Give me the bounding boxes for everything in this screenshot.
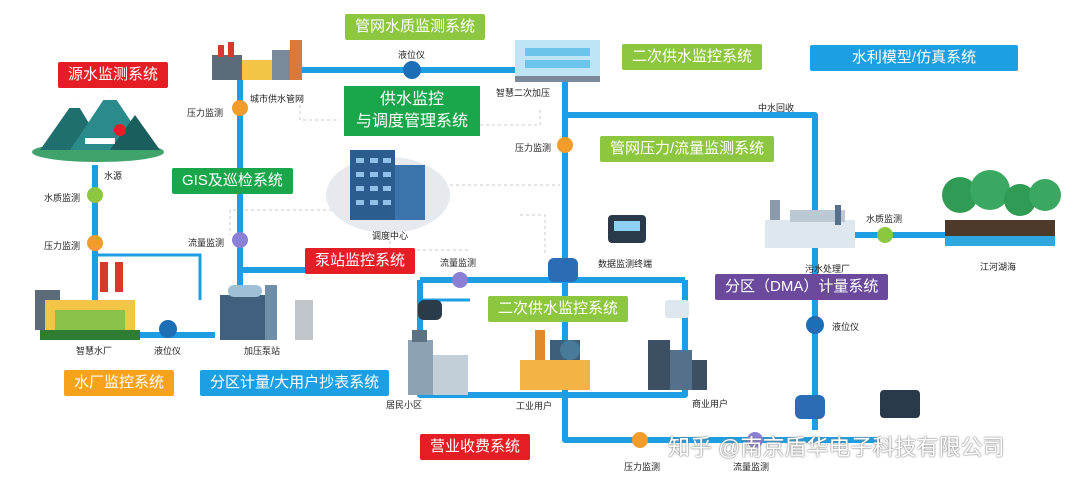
city-pipe-illustration — [212, 40, 302, 80]
pipe-quality-tag: 管网水质监测系统 — [345, 14, 486, 40]
dispatch-system-tag: 供水监控 与调度管理系统 — [344, 86, 481, 136]
plant-monitor-tag: 水厂监控系统 — [64, 370, 175, 396]
water-quality-label-2: 水质监测 — [866, 214, 903, 224]
river-lake-label: 江河湖海 — [980, 262, 1017, 272]
smart-plant-illustration — [35, 262, 140, 340]
industrial-illustration — [520, 330, 590, 390]
water-source-label: 水源 — [104, 171, 123, 181]
dispatch-center-illustration — [326, 150, 450, 233]
secondary-supply-tag-top: 二次供水监控系统 — [622, 44, 763, 70]
flow-label-1: 流量监测 — [188, 238, 225, 248]
pipe-pressure-flow-tag: 管网压力/流量监测系统 — [600, 136, 775, 162]
residential-label: 居民小区 — [386, 400, 423, 410]
commercial-illustration — [648, 340, 707, 390]
dispatch-center-label: 调度中心 — [372, 231, 409, 241]
level-sensor-label-top: 液位仪 — [398, 50, 426, 60]
smart-plant-label: 智慧水厂 — [76, 346, 113, 356]
billing-tag: 营业收费系统 — [420, 434, 531, 460]
sensor-icons — [87, 61, 893, 448]
mountain-illustration — [32, 90, 164, 162]
pump-station-tag: 泵站监控系统 — [305, 248, 416, 274]
pressure-label-3: 压力监测 — [515, 143, 552, 153]
dma-tag: 分区（DMA）计量系统 — [715, 274, 889, 300]
level-sensor-label-right: 液位仪 — [832, 322, 860, 332]
pressure-label-2: 压力监测 — [44, 241, 81, 251]
flow-label-bottom: 流量监测 — [733, 462, 770, 472]
river-lake-illustration — [942, 170, 1061, 246]
industrial-label: 工业用户 — [516, 401, 553, 411]
level-sensor-label-bottom: 液位仪 — [154, 346, 182, 356]
district-meter-tag: 分区计量/大用户抄表系统 — [200, 370, 390, 396]
sewage-plant-label: 污水处理厂 — [805, 264, 851, 274]
commercial-label: 商业用户 — [692, 399, 729, 409]
city-pipe-label: 城市供水管网 — [250, 94, 305, 104]
booster-station-illustration — [220, 285, 313, 340]
residential-illustration — [408, 330, 468, 395]
booster-station-label: 加压泵站 — [244, 346, 281, 356]
pressure-label-1: 压力监测 — [187, 108, 224, 118]
reclaimed-label: 中水回收 — [758, 103, 795, 113]
gis-tag: GIS及巡检系统 — [172, 168, 293, 194]
smart-pressure-label: 智慧二次加压 — [496, 88, 551, 98]
pressure-label-bottom: 压力监测 — [624, 462, 661, 472]
flow-label-2: 流量监测 — [440, 258, 477, 268]
secondary-pressure-illustration — [515, 40, 600, 82]
source-water-tag: 源水监测系统 — [58, 62, 169, 88]
watermark: 知乎 @南京盾华电子科技有限公司 — [668, 435, 1005, 460]
data-terminal-illustration — [608, 215, 646, 243]
data-terminal-label: 数据监测终端 — [598, 259, 653, 269]
sewage-plant-illustration — [765, 200, 855, 248]
water-quality-label-1: 水质监测 — [44, 193, 81, 203]
hydraulic-model-tag: 水利模型/仿真系统 — [810, 45, 1018, 71]
flowmeter-illustration — [418, 258, 920, 419]
secondary-supply-tag-center: 二次供水监控系统 — [488, 296, 629, 322]
